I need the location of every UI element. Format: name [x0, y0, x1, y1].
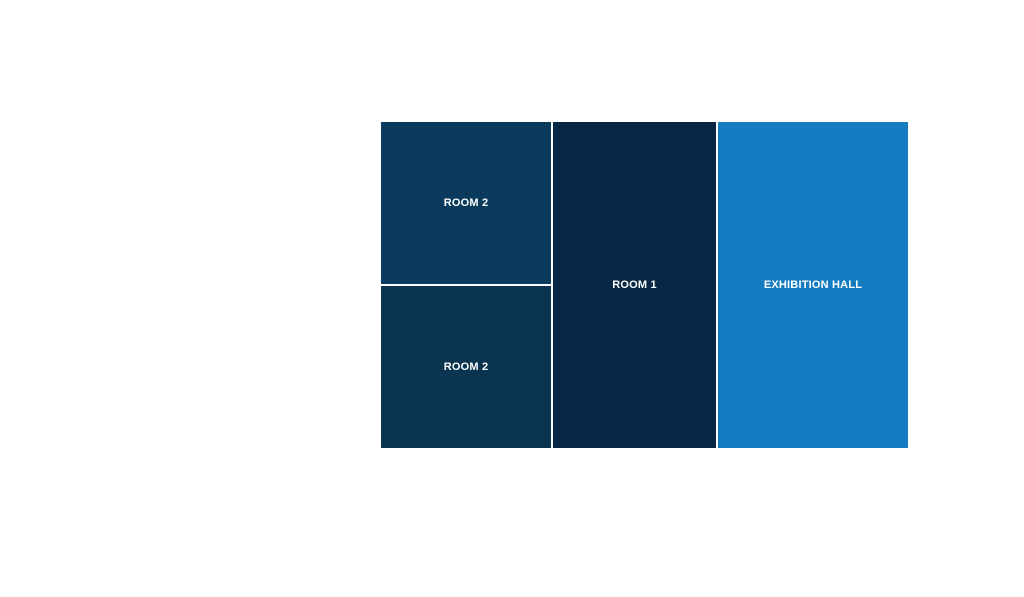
room-2-top-label: ROOM 2: [443, 197, 489, 209]
room-2-bottom-block[interactable]: ROOM 2: [381, 286, 551, 448]
floor-plan: ROOM 2 ROOM 2 ROOM 1 EXHIBITION HALL: [381, 122, 908, 448]
room-2-top-block[interactable]: ROOM 2: [381, 122, 551, 284]
room-2-bottom-label: ROOM 2: [443, 361, 489, 373]
room-1-block[interactable]: ROOM 1: [553, 122, 716, 448]
room-1-label: ROOM 1: [612, 279, 657, 291]
exhibition-hall-block[interactable]: EXHIBITION HALL: [718, 122, 908, 448]
exhibition-hall-label: EXHIBITION HALL: [763, 279, 863, 291]
